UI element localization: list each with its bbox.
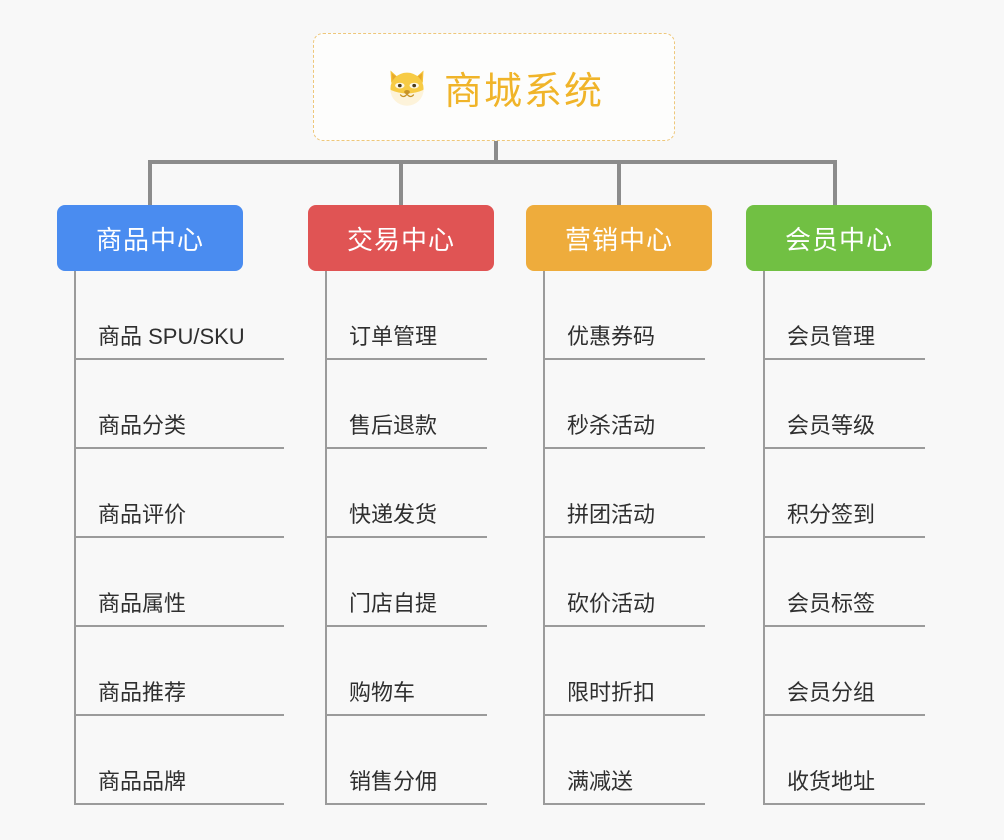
leaf-item-label: 秒杀活动 xyxy=(567,412,656,438)
leaf-item[interactable]: 优惠券码 xyxy=(545,271,712,360)
branch-column-3: 营销中心优惠券码秒杀活动拼团活动砍价活动限时折扣满减送 xyxy=(526,205,712,805)
leaf-item-rule xyxy=(76,714,284,716)
leaf-item-rule xyxy=(327,358,487,360)
leaf-item-rule xyxy=(327,625,487,627)
leaf-item-label: 商品 SPU/SKU xyxy=(98,323,245,349)
leaf-item[interactable]: 收货地址 xyxy=(765,716,932,805)
leaf-item-rule xyxy=(765,447,925,449)
branch-items-1: 商品 SPU/SKU 商品分类商品评价商品属性商品推荐商品品牌 xyxy=(74,271,284,805)
connector-horizontal-bus xyxy=(148,160,836,164)
leaf-item[interactable]: 订单管理 xyxy=(327,271,494,360)
leaf-item-rule xyxy=(765,803,925,805)
connector-drop-3 xyxy=(617,160,621,205)
leaf-item-label: 商品分类 xyxy=(98,412,187,438)
leaf-item-rule xyxy=(765,625,925,627)
shiba-dog-face-icon xyxy=(384,64,430,110)
leaf-item-label: 会员管理 xyxy=(787,323,876,349)
leaf-item-rule xyxy=(545,536,705,538)
leaf-item-label: 砍价活动 xyxy=(567,590,656,616)
leaf-item[interactable]: 快递发货 xyxy=(327,449,494,538)
leaf-item[interactable]: 拼团活动 xyxy=(545,449,712,538)
leaf-item-rule xyxy=(327,803,487,805)
leaf-item[interactable]: 商品评价 xyxy=(76,449,284,538)
leaf-item-rule xyxy=(327,447,487,449)
leaf-item[interactable]: 商品 SPU/SKU xyxy=(76,271,284,360)
connector-drop-1 xyxy=(148,160,152,205)
leaf-item-rule xyxy=(76,447,284,449)
leaf-item[interactable]: 会员标签 xyxy=(765,538,932,627)
leaf-item-label: 拼团活动 xyxy=(567,501,656,527)
leaf-item-rule xyxy=(545,358,705,360)
leaf-item-label: 会员等级 xyxy=(787,412,876,438)
leaf-item-rule xyxy=(327,536,487,538)
leaf-item[interactable]: 砍价活动 xyxy=(545,538,712,627)
leaf-item-label: 快递发货 xyxy=(349,501,438,527)
root-node[interactable]: 商城系统 xyxy=(313,33,675,141)
leaf-item-label: 门店自提 xyxy=(349,590,438,616)
leaf-item[interactable]: 商品品牌 xyxy=(76,716,284,805)
leaf-item-label: 商品品牌 xyxy=(98,768,187,794)
category-header-4[interactable]: 会员中心 xyxy=(746,205,932,271)
leaf-item-label: 限时折扣 xyxy=(567,679,656,705)
leaf-item-label: 购物车 xyxy=(349,679,416,705)
branch-column-4: 会员中心会员管理会员等级积分签到会员标签会员分组收货地址 xyxy=(746,205,932,805)
category-header-3[interactable]: 营销中心 xyxy=(526,205,712,271)
leaf-item-label: 收货地址 xyxy=(787,768,876,794)
leaf-item-rule xyxy=(76,803,284,805)
leaf-item-label: 售后退款 xyxy=(349,412,438,438)
leaf-item[interactable]: 满减送 xyxy=(545,716,712,805)
leaf-item-rule xyxy=(76,536,284,538)
leaf-item[interactable]: 门店自提 xyxy=(327,538,494,627)
leaf-item-label: 商品评价 xyxy=(98,501,187,527)
leaf-item-rule xyxy=(765,714,925,716)
leaf-item[interactable]: 购物车 xyxy=(327,627,494,716)
branch-items-2: 订单管理售后退款快递发货门店自提购物车销售分佣 xyxy=(325,271,494,805)
leaf-item-rule xyxy=(76,358,284,360)
leaf-item[interactable]: 会员分组 xyxy=(765,627,932,716)
branch-column-1: 商品中心商品 SPU/SKU 商品分类商品评价商品属性商品推荐商品品牌 xyxy=(57,205,284,805)
leaf-item-rule xyxy=(76,625,284,627)
leaf-item[interactable]: 限时折扣 xyxy=(545,627,712,716)
leaf-item[interactable]: 商品分类 xyxy=(76,360,284,449)
leaf-item-rule xyxy=(765,358,925,360)
leaf-item[interactable]: 秒杀活动 xyxy=(545,360,712,449)
leaf-item-label: 满减送 xyxy=(567,768,634,794)
leaf-item[interactable]: 销售分佣 xyxy=(327,716,494,805)
leaf-item-label: 优惠券码 xyxy=(567,323,656,349)
connector-root-stem xyxy=(494,141,498,163)
connector-drop-4 xyxy=(833,160,837,205)
connector-drop-2 xyxy=(399,160,403,205)
branch-items-3: 优惠券码秒杀活动拼团活动砍价活动限时折扣满减送 xyxy=(543,271,712,805)
leaf-item[interactable]: 积分签到 xyxy=(765,449,932,538)
leaf-item-rule xyxy=(545,803,705,805)
leaf-item[interactable]: 商品属性 xyxy=(76,538,284,627)
leaf-item-label: 商品属性 xyxy=(98,590,187,616)
leaf-item-label: 会员分组 xyxy=(787,679,876,705)
leaf-item[interactable]: 商品推荐 xyxy=(76,627,284,716)
branch-items-4: 会员管理会员等级积分签到会员标签会员分组收货地址 xyxy=(763,271,932,805)
leaf-item-rule xyxy=(327,714,487,716)
leaf-item-label: 销售分佣 xyxy=(349,768,438,794)
leaf-item-label: 会员标签 xyxy=(787,590,876,616)
leaf-item-rule xyxy=(545,625,705,627)
leaf-item[interactable]: 会员管理 xyxy=(765,271,932,360)
category-header-1[interactable]: 商品中心 xyxy=(57,205,243,271)
leaf-item-rule xyxy=(545,447,705,449)
leaf-item-rule xyxy=(765,536,925,538)
leaf-item[interactable]: 售后退款 xyxy=(327,360,494,449)
category-header-2[interactable]: 交易中心 xyxy=(308,205,494,271)
leaf-item-rule xyxy=(545,714,705,716)
leaf-item-label: 积分签到 xyxy=(787,501,876,527)
leaf-item-label: 商品推荐 xyxy=(98,679,187,705)
branch-column-2: 交易中心订单管理售后退款快递发货门店自提购物车销售分佣 xyxy=(308,205,494,805)
leaf-item-label: 订单管理 xyxy=(349,323,438,349)
leaf-item[interactable]: 会员等级 xyxy=(765,360,932,449)
root-title: 商城系统 xyxy=(443,70,604,113)
